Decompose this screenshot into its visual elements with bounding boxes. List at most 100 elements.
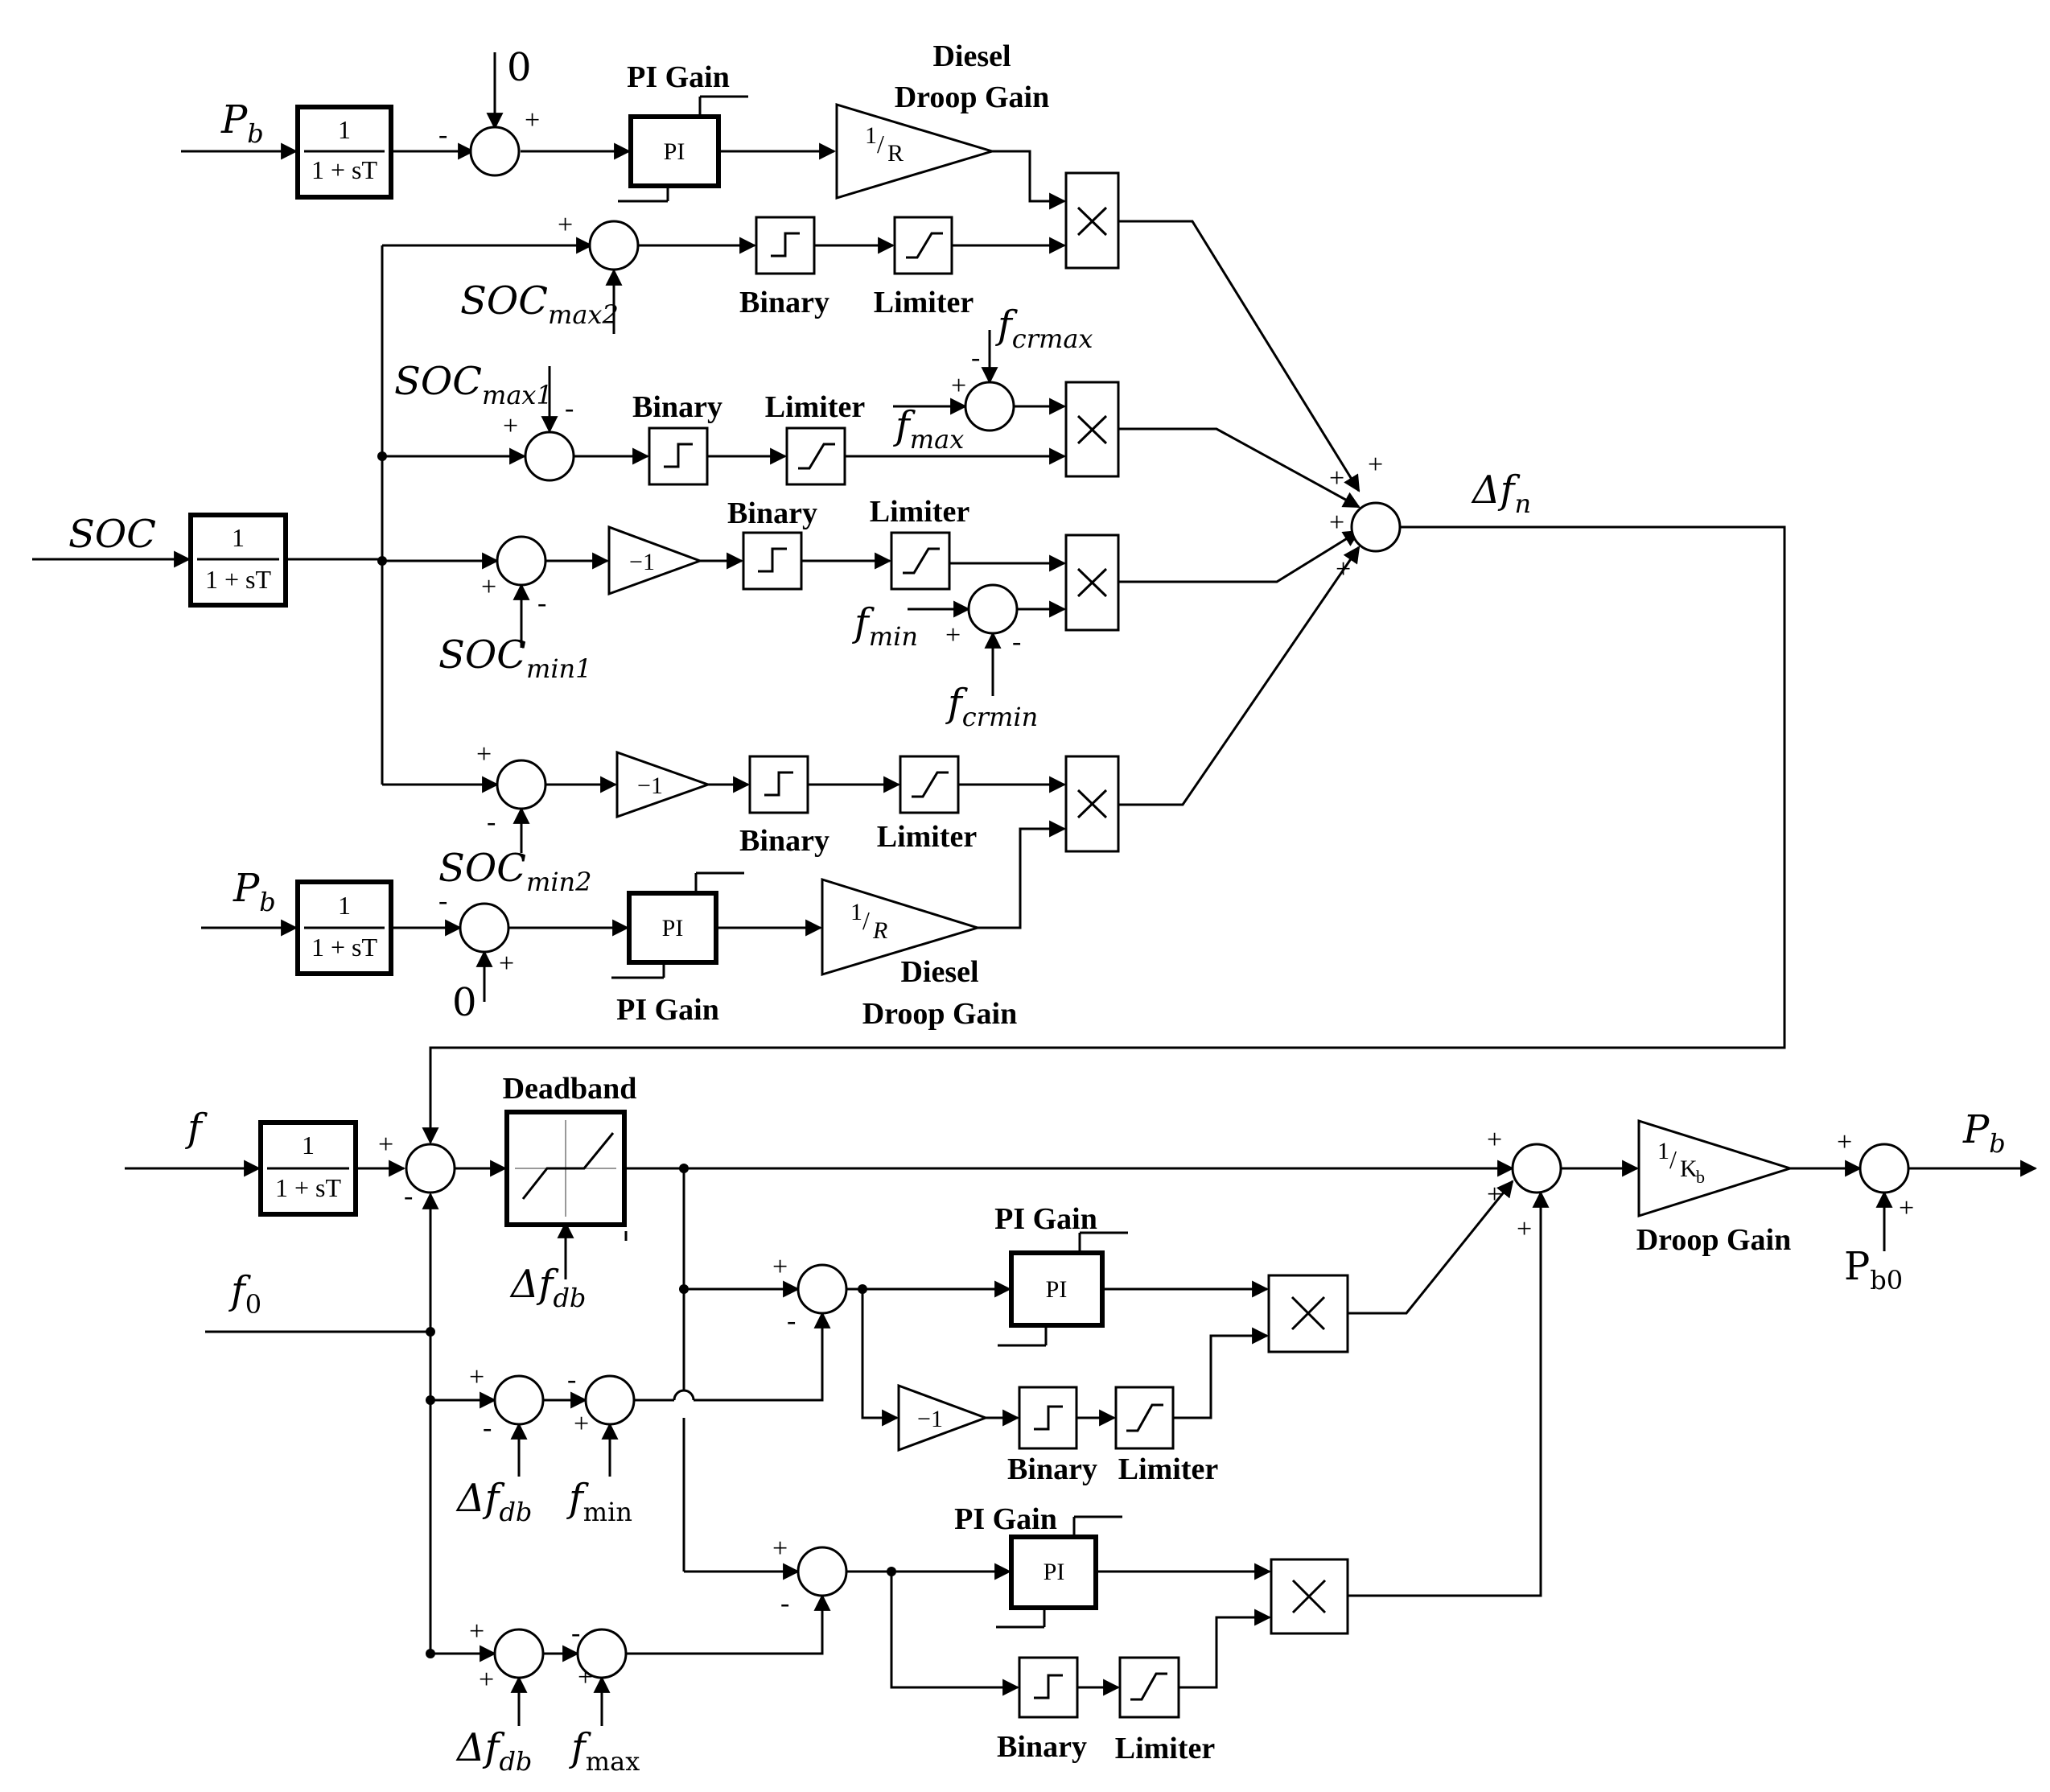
negate-triangle-lower: −1 (897, 1383, 990, 1452)
svg-text:+: + (945, 620, 961, 650)
f-crmin-input: fcrmin (945, 681, 1038, 732)
svg-text:PI: PI (1046, 1276, 1068, 1303)
f0-input: f0 (228, 1268, 261, 1320)
diesel-droop-triangle-bottom: 1 / R (821, 877, 982, 977)
deadband-block (504, 1110, 627, 1227)
svg-text:−1: −1 (637, 772, 663, 799)
svg-text:+: + (1899, 1193, 1914, 1223)
diesel-label-bottom: Diesel (900, 955, 978, 989)
svg-text:+: + (1517, 1214, 1532, 1244)
binary-block-min1 (742, 531, 803, 591)
svg-text:+: + (558, 210, 573, 240)
multiplier-block-1 (1064, 171, 1120, 270)
limiter-label-min1: Limiter (870, 495, 970, 529)
svg-text:R: R (872, 917, 887, 944)
limiter-block-min2 (899, 755, 960, 814)
signal-wires (32, 52, 2038, 1726)
pb-output: Pb (1962, 1107, 2006, 1159)
svg-text:1 + sT: 1 + sT (311, 933, 378, 962)
f-min-input-low: fmin (566, 1476, 632, 1527)
diesel-droop-triangle-top: 1 / R (835, 102, 997, 200)
svg-text:K: K (1680, 1156, 1698, 1182)
soc-max1-input: SOCmax1 (394, 359, 553, 410)
limiter-block-min1 (890, 531, 951, 591)
svg-text:-: - (571, 1618, 580, 1648)
svg-text:-: - (787, 1306, 796, 1336)
junction-dots (377, 451, 896, 1658)
pi-block-lower-2: PI (996, 1515, 1122, 1629)
svg-text:-: - (537, 588, 546, 618)
delta-fn-output: Δfn (1471, 468, 1531, 519)
svg-text:-: - (971, 343, 980, 373)
multiplier-block-lower-1 (1267, 1274, 1349, 1353)
f-max-input-mid: fmax (893, 403, 964, 455)
pi-gain-label-bottom: PI Gain (616, 993, 719, 1027)
svg-text:+: + (1487, 1180, 1502, 1209)
pi-block-bottom: PI (611, 871, 744, 979)
svg-text:+: + (1336, 554, 1351, 584)
pi-gain-label-top: PI Gain (627, 60, 730, 94)
svg-text:1 + sT: 1 + sT (311, 155, 378, 184)
svg-text:−1: −1 (917, 1406, 943, 1432)
svg-text:+: + (951, 371, 966, 401)
binary-label-lower-1: Binary (1007, 1452, 1097, 1486)
binary-block-lower-1 (1018, 1386, 1078, 1450)
negate-triangle-min1: −1 (607, 525, 704, 596)
svg-text:1: 1 (865, 122, 877, 149)
svg-text:PI: PI (1044, 1559, 1065, 1585)
svg-text:+: + (578, 1662, 593, 1692)
svg-text:1: 1 (232, 523, 245, 552)
binary-block-lower-2 (1018, 1656, 1079, 1719)
svg-text:-: - (404, 1181, 413, 1211)
delta-fdb-deadband: Δfdb (509, 1262, 586, 1313)
svg-text:1: 1 (850, 899, 862, 925)
svg-text:+: + (469, 1362, 484, 1392)
binary-label-max2: Binary (739, 286, 829, 319)
lag-block-top: 1 1 + sT (295, 105, 393, 200)
pi-gain-label-lower-2: PI Gain (954, 1502, 1057, 1536)
svg-text:PI: PI (662, 915, 684, 941)
pi-gain-label-lower-1: PI Gain (994, 1202, 1097, 1236)
limiter-block-lower-2 (1118, 1656, 1180, 1719)
svg-text:-: - (438, 120, 447, 150)
svg-text:+: + (1329, 463, 1344, 493)
svg-text:-: - (565, 393, 574, 423)
binary-label-max1: Binary (632, 390, 722, 424)
delta-fdb-lower-1: Δfdb (455, 1476, 532, 1527)
limiter-label-max2: Limiter (874, 286, 974, 319)
delta-fdb-lower-2: Δfdb (455, 1725, 532, 1777)
svg-text:/: / (877, 130, 884, 159)
svg-text:1: 1 (1657, 1138, 1669, 1164)
multiplier-block-4 (1064, 755, 1120, 853)
svg-text:/: / (1669, 1145, 1677, 1174)
pi-block-top: PI (618, 95, 748, 203)
svg-text:1 + sT: 1 + sT (205, 565, 272, 594)
svg-text:1 + sT: 1 + sT (275, 1173, 342, 1202)
svg-text:-: - (567, 1365, 576, 1394)
zero-input-top: 0 (507, 45, 532, 90)
multiplier-block-lower-2 (1270, 1558, 1349, 1635)
f-input: f (185, 1106, 208, 1151)
pb-input-upper: Pb (220, 97, 264, 149)
svg-text:+: + (499, 949, 514, 978)
f-crmax-input: fcrmax (995, 303, 1093, 354)
pb0-input: Pb0 (1844, 1244, 1903, 1296)
svg-text:-: - (483, 1413, 492, 1443)
svg-text:+: + (469, 1617, 484, 1646)
limiter-label-lower-2: Limiter (1115, 1732, 1216, 1765)
svg-text:+: + (1329, 508, 1344, 538)
f-max-input-low: fmax (569, 1725, 640, 1777)
soc-input: SOC (68, 512, 156, 557)
lag-block-bottom: 1 1 + sT (295, 880, 393, 976)
f-min-input-mid: fmin (852, 600, 918, 652)
limiter-block-lower-1 (1114, 1386, 1175, 1450)
droop-gain-triangle: 1 / K b (1637, 1118, 1795, 1218)
limiter-label-lower-1: Limiter (1118, 1452, 1219, 1486)
svg-text:/: / (862, 906, 870, 935)
limiter-block-max2 (893, 216, 953, 275)
diesel-label-top: Diesel (932, 39, 1011, 73)
soc-min2-input: SOCmin2 (438, 846, 592, 897)
svg-text:+: + (1487, 1125, 1502, 1155)
negate-triangle-min2: −1 (615, 750, 712, 819)
